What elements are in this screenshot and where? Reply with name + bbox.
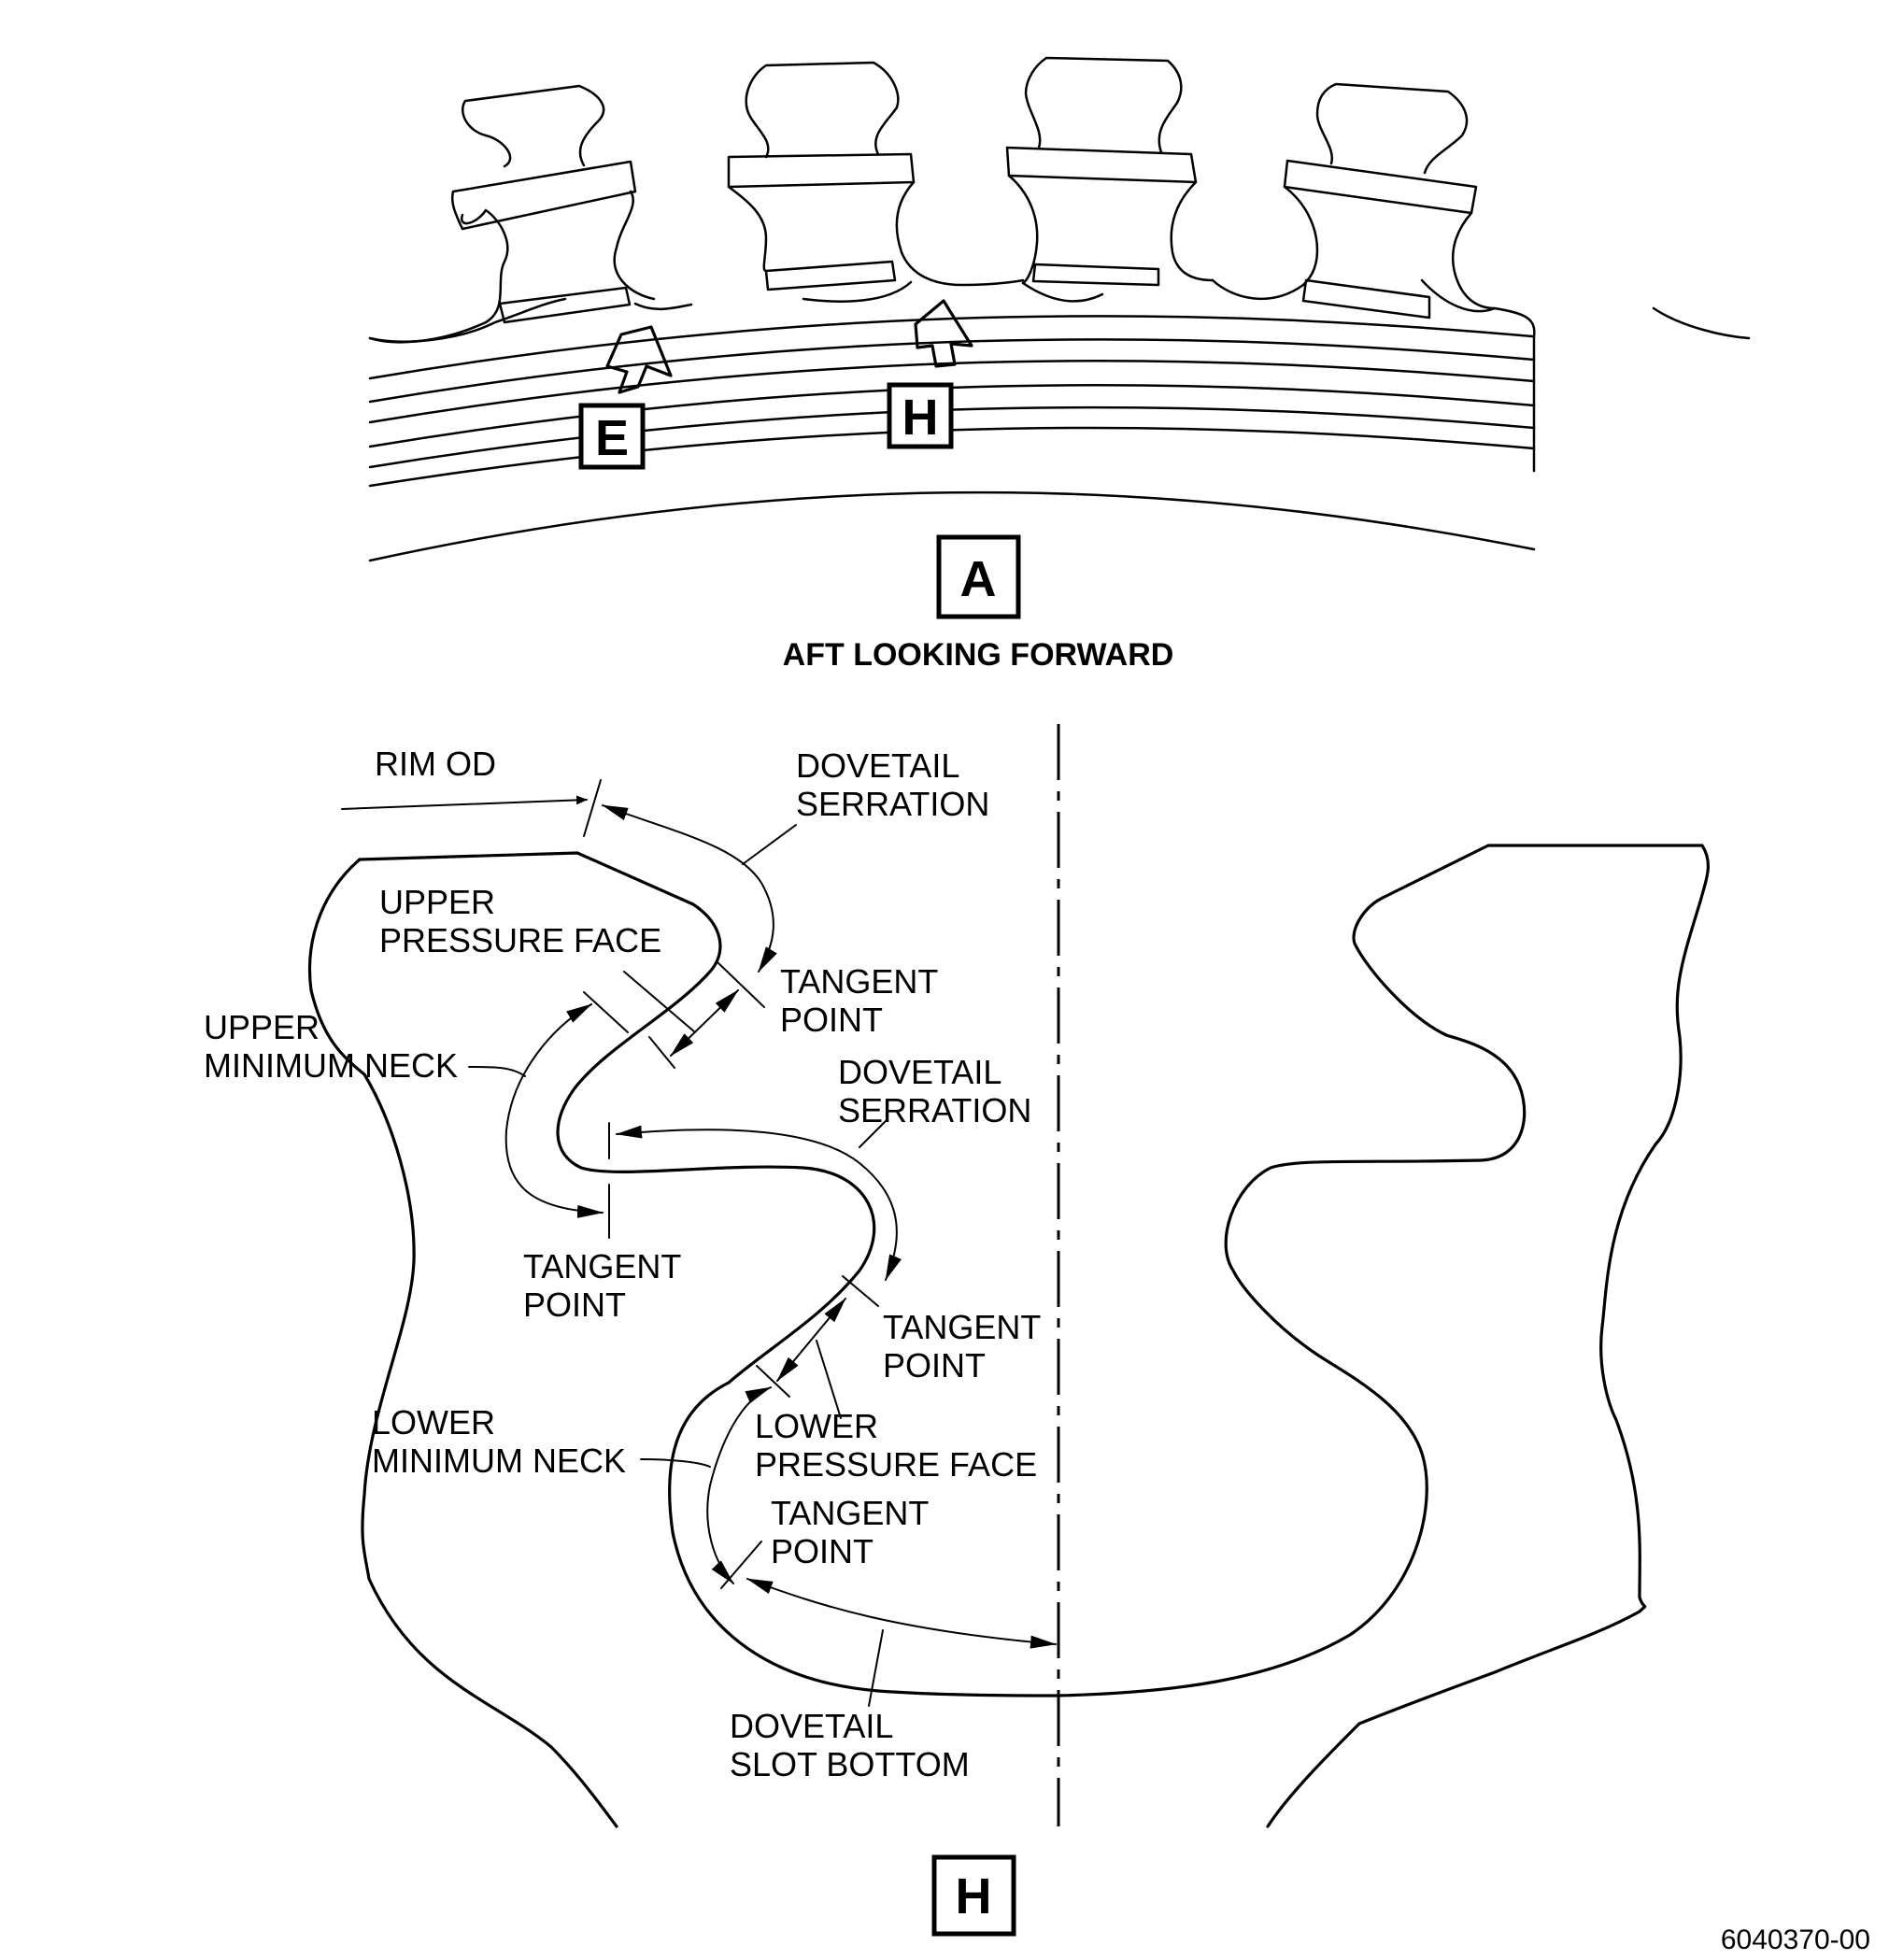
detail-a-box [936,534,1021,619]
rim-line [1652,306,1751,340]
left-post-boundary [307,858,618,1828]
upper-pressure-face-dim [670,989,739,1057]
lower-pressure-face-label-line1: LOWER [755,1407,878,1445]
rim-od-tick [583,779,602,837]
blade [1005,56,1214,287]
upper-minimum-neck-label-line1: UPPER [204,1008,320,1046]
tangent-tick [648,1036,675,1069]
view-a-caption: AFT LOOKING FORWARD [783,637,1174,673]
tangent-point-2-line2: POINT [523,1285,626,1324]
rim-od-label: RIM OD [375,745,496,783]
tangent-point-1-line1: TANGENT [780,962,938,1001]
figure-id: 6040370-00 [1721,1924,1870,1955]
tangent-point-2-line1: TANGENT [523,1247,681,1285]
tangent-tick [717,961,765,1008]
blade [727,61,1025,291]
upper-pressure-face-leader [623,971,696,1033]
blade [451,84,656,324]
dovetail-serration-2-arc [616,1125,902,1281]
detail-h-slot: RIM OD DOVETAIL SERRATION UPPER PRESSURE… [204,724,1710,1937]
tangent-point-4-line2: POINT [771,1532,873,1570]
upper-minimum-neck-arc [504,1003,604,1218]
detail-h-letter: H [956,1868,992,1924]
blade [1283,82,1536,338]
dovetail-serration-1-arc [602,804,777,973]
callout-h-letter: H [902,390,939,446]
view-a-disk-rim: E H A AFT LOOKING FORWARD [368,56,1751,673]
dovetail-serration-1-label-line1: DOVETAIL [796,746,959,785]
upper-pressure-face-label-line2: PRESSURE FACE [379,921,661,959]
lower-minimum-neck-arc [706,1386,772,1584]
upper-pressure-face-label-line1: UPPER [379,883,495,921]
callout-e-letter: E [595,410,629,466]
upper-minimum-neck-leader [468,1066,526,1077]
tangent-tick [756,1365,790,1398]
tangent-point-3-line2: POINT [883,1346,986,1385]
dovetail-slot-bottom-arc [746,1578,1057,1649]
callout-e-arrow [605,325,673,394]
detail-h-box [931,1854,1016,1937]
tangent-tick [720,1541,762,1589]
dovetail-serration-2-label-line2: SERRATION [838,1091,1031,1129]
rim-line [368,405,1536,469]
dovetail-slot-bottom-label-line2: SLOT BOTTOM [730,1745,970,1783]
tangent-point-1-line2: POINT [780,1001,883,1039]
upper-minimum-neck-label-line2: MINIMUM NECK [204,1046,458,1085]
dovetail-serration-1-label-line2: SERRATION [796,785,989,823]
tangent-tick [583,991,629,1033]
dovetail-serration-2-label-line1: DOVETAIL [838,1053,1001,1091]
lower-minimum-neck-label-line1: LOWER [372,1403,495,1442]
tangent-point-3-line1: TANGENT [883,1308,1041,1346]
left-post-outline [358,851,1060,1697]
dovetail-serration-1-leader [742,824,797,865]
rim-line [368,490,1536,562]
lower-pressure-face-leader [816,1340,842,1419]
tangent-point-4-line1: TANGENT [771,1494,929,1532]
callout-h-arrow [914,299,973,368]
callout-e-box [578,403,646,470]
detail-a-letter: A [960,551,997,607]
tangent-tick [842,1275,879,1307]
rim-line [368,338,1536,404]
rim-line [368,315,1536,380]
rim-line [368,360,1536,424]
lower-minimum-neck-label-line2: MINIMUM NECK [372,1442,626,1480]
lower-minimum-neck-leader [640,1458,711,1468]
right-post-outline [1057,844,1710,1828]
dovetail-slot-bottom-leader [868,1629,884,1707]
rim-od-leader [341,795,588,810]
rim-line [368,384,1536,448]
dovetail-slot-bottom-label-line1: DOVETAIL [730,1707,893,1745]
dovetail-serration-2-leader [859,1118,888,1148]
lower-pressure-face-dim [776,1298,846,1382]
rim-od-line [368,278,1497,343]
lower-pressure-face-label-line2: PRESSURE FACE [755,1445,1037,1484]
rim-line [368,426,1536,488]
callout-h-box [887,382,954,449]
